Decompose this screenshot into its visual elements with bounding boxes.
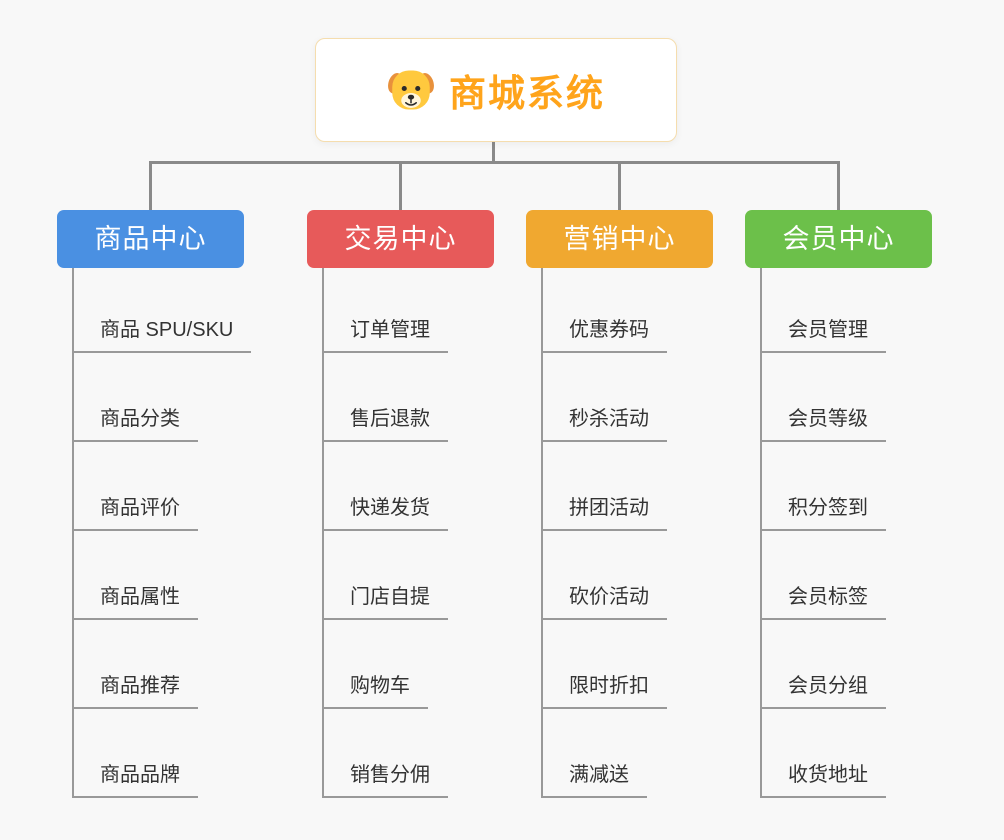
root-node[interactable]: 商城系统 <box>315 38 677 142</box>
connector-branch-3 <box>618 163 621 210</box>
child-node[interactable]: 商品分类 <box>72 405 198 442</box>
child-node[interactable]: 会员等级 <box>760 405 886 442</box>
child-node[interactable]: 购物车 <box>322 672 428 709</box>
child-node[interactable]: 销售分佣 <box>322 761 448 798</box>
child-node[interactable]: 售后退款 <box>322 405 448 442</box>
branch-3-spine <box>541 268 543 797</box>
branch-2-spine <box>322 268 324 797</box>
connector-root-stub <box>492 140 495 163</box>
child-node[interactable]: 满减送 <box>541 761 647 798</box>
child-node[interactable]: 会员分组 <box>760 672 886 709</box>
child-node[interactable]: 会员标签 <box>760 583 886 620</box>
branch-4-spine <box>760 268 762 797</box>
child-node[interactable]: 秒杀活动 <box>541 405 667 442</box>
child-node[interactable]: 收货地址 <box>760 761 886 798</box>
branch-trade-center[interactable]: 交易中心 <box>307 210 494 268</box>
branch-goods-center[interactable]: 商品中心 <box>57 210 244 268</box>
child-node[interactable]: 砍价活动 <box>541 583 667 620</box>
connector-branch-1 <box>149 163 152 210</box>
branch-1-spine <box>72 268 74 797</box>
child-node[interactable]: 限时折扣 <box>541 672 667 709</box>
child-node[interactable]: 会员管理 <box>760 316 886 353</box>
child-node[interactable]: 商品属性 <box>72 583 198 620</box>
child-node[interactable]: 优惠券码 <box>541 316 667 353</box>
branch-member-center[interactable]: 会员中心 <box>745 210 932 268</box>
dog-face-icon <box>387 66 435 114</box>
child-node[interactable]: 订单管理 <box>322 316 448 353</box>
child-node[interactable]: 积分签到 <box>760 494 886 531</box>
branch-marketing-center[interactable]: 营销中心 <box>526 210 713 268</box>
child-node[interactable]: 快递发货 <box>322 494 448 531</box>
child-node[interactable]: 商品 SPU/SKU <box>72 316 252 353</box>
root-title: 商城系统 <box>449 73 605 114</box>
child-node[interactable]: 拼团活动 <box>541 494 667 531</box>
child-node[interactable]: 商品评价 <box>72 494 198 531</box>
child-node[interactable]: 商品品牌 <box>72 761 198 798</box>
connector-horizontal <box>149 161 840 164</box>
child-node[interactable]: 商品推荐 <box>72 672 198 709</box>
child-node[interactable]: 门店自提 <box>322 583 448 620</box>
connector-branch-2 <box>399 163 402 210</box>
connector-branch-4 <box>837 163 840 210</box>
